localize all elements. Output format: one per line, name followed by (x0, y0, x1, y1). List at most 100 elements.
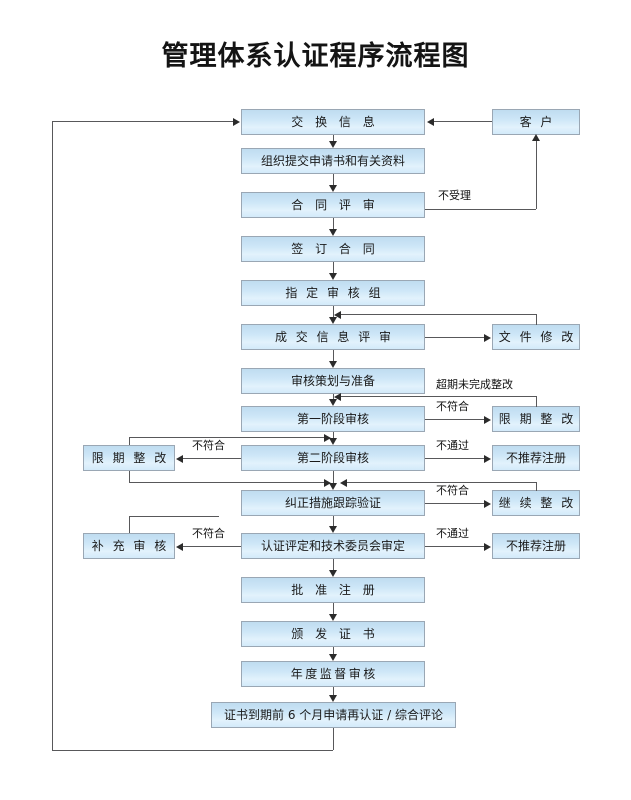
edge-exchange-to-submit (333, 135, 334, 142)
edge-rectify-left-loop-down (129, 471, 130, 482)
arrowhead-followup-loop (340, 479, 347, 487)
node-customer[interactable]: 客 户 (492, 109, 580, 135)
edge-stage1-to-rectify (425, 419, 485, 420)
node-continue-rectify[interactable]: 继 续 整 改 (492, 490, 580, 516)
node-issue-certificate[interactable]: 颁 发 证 书 (241, 621, 425, 647)
arrowhead-stage-two (329, 438, 337, 445)
edge-rectify-left-loop-right (129, 437, 325, 438)
arrowhead-rectify-deadline-left (176, 455, 183, 463)
edge-planning-to-stage1 (333, 394, 334, 400)
node-document-revision[interactable]: 文 件 修 改 (492, 324, 580, 350)
node-annual-surveillance[interactable]: 年度监督审核 (241, 661, 425, 687)
arrowhead-customer-bottom (532, 134, 540, 141)
arrowhead-supplementary-audit (176, 543, 183, 551)
arrowhead-stage2-entry-left (324, 434, 331, 442)
node-exchange-info[interactable]: 交 换 信 息 (241, 109, 425, 135)
node-approve-registration[interactable]: 批 准 注 册 (241, 577, 425, 603)
edge-committee-to-approve (333, 559, 334, 571)
edge-recert-loop-left (52, 750, 333, 751)
edge-recert-loop-to-exchange (52, 121, 233, 122)
edge-recert-loop-up (52, 121, 53, 750)
edge-surveillance-to-recert (333, 687, 334, 696)
node-not-recommend-register-1[interactable]: 不推荐注册 (492, 445, 580, 471)
edge-continue-loop-up (536, 482, 537, 491)
edge-customer-to-exchange (433, 121, 492, 122)
node-rectify-deadline-right[interactable]: 限 期 整 改 (492, 406, 580, 432)
arrowhead-committee (329, 526, 337, 533)
label-not-passed-stage2: 不通过 (436, 439, 469, 452)
arrowhead-exchange-info-right (427, 118, 434, 126)
label-nonconforming-stage1: 不符合 (436, 400, 469, 413)
arrowhead-audit-planning (329, 361, 337, 368)
arrowhead-recertification (329, 695, 337, 702)
edge-docrev-loop-up (536, 314, 537, 325)
edge-rectify-loop-left (340, 396, 536, 397)
node-certification-committee[interactable]: 认证评定和技术委员会审定 (241, 533, 425, 559)
edge-approve-to-issue (333, 603, 334, 615)
label-not-accepted: 不受理 (438, 189, 471, 202)
node-deal-info-review[interactable]: 成 交 信 息 评 审 (241, 324, 425, 350)
edge-followup-to-committee (333, 516, 334, 527)
edge-sign-to-assign (333, 262, 334, 274)
arrowhead-submit (329, 141, 337, 148)
arrowhead-continue-rectify (484, 500, 491, 508)
edge-stage1-to-stage2 (333, 432, 334, 439)
node-sign-contract[interactable]: 签 订 合 同 (241, 236, 425, 262)
node-audit-planning[interactable]: 审核策划与准备 (241, 368, 425, 394)
edge-deal-review-to-planning (333, 350, 334, 362)
edge-contract-not-accepted-v (536, 141, 537, 209)
arrowhead-issue-certificate (329, 614, 337, 621)
edge-contract-not-accepted-h (425, 209, 536, 210)
edge-rectify-loop-up (536, 396, 537, 407)
edge-rectify-left-loop-up (129, 437, 130, 445)
edge-rectify-left-loop-down-right (129, 482, 325, 483)
edge-continue-loop-left (346, 482, 536, 483)
arrowhead-sign-contract (329, 229, 337, 236)
node-assign-audit-team[interactable]: 指 定 审 核 组 (241, 280, 425, 306)
edge-followup-to-continue (425, 503, 485, 504)
node-stage-two-audit[interactable]: 第二阶段审核 (241, 445, 425, 471)
node-contract-review[interactable]: 合 同 评 审 (241, 192, 425, 218)
edge-issue-to-surveillance (333, 647, 334, 655)
arrowhead-not-recommend-1 (484, 455, 491, 463)
arrowhead-exchange-info-left (233, 118, 240, 126)
node-not-recommend-register-2[interactable]: 不推荐注册 (492, 533, 580, 559)
edge-stage2-to-notrecommend (425, 458, 485, 459)
edge-contract-to-sign (333, 218, 334, 230)
label-overdue-unfinished: 超期未完成整改 (436, 378, 513, 391)
arrowhead-deal-review-loop (334, 311, 341, 319)
node-corrective-followup[interactable]: 纠正措施跟踪验证 (241, 490, 425, 516)
arrowhead-approve (329, 570, 337, 577)
label-nonconforming-followup: 不符合 (436, 484, 469, 497)
edge-submit-to-contract (333, 174, 334, 186)
edge-committee-to-supplementary (183, 546, 241, 547)
page-title: 管理体系认证程序流程图 (161, 41, 470, 72)
node-rectify-deadline-left[interactable]: 限 期 整 改 (83, 445, 175, 471)
label-not-passed-committee: 不通过 (436, 527, 469, 540)
edge-deal-review-to-docrev (425, 337, 485, 338)
node-stage-one-audit[interactable]: 第一阶段审核 (241, 406, 425, 432)
arrowhead-surveillance (329, 654, 337, 661)
edge-docrev-loop-left (340, 314, 536, 315)
arrowhead-document-revision (484, 334, 491, 342)
arrowhead-not-recommend-2 (484, 543, 491, 551)
node-recertification[interactable]: 证书到期前 6 个月申请再认证 / 综合评论 (211, 702, 456, 728)
edge-stage2-to-followup (333, 471, 334, 484)
arrowhead-deal-review (329, 317, 337, 324)
arrowhead-assign-team (329, 273, 337, 280)
edge-recert-loop-down (333, 728, 334, 750)
arrowhead-stage1-loop (334, 393, 341, 401)
arrowhead-followup-entry-left (324, 479, 331, 487)
node-supplementary-audit[interactable]: 补 充 审 核 (83, 533, 175, 559)
edge-committee-to-notrecommend (425, 546, 485, 547)
arrowhead-followup (329, 483, 337, 490)
arrowhead-contract-review (329, 185, 337, 192)
edge-supplementary-loop-up (129, 516, 130, 533)
edge-assign-to-deal-review (333, 306, 334, 318)
label-nonconforming-stage2: 不符合 (192, 439, 225, 452)
edge-stage2-to-rectify-left (183, 458, 241, 459)
label-nonconforming-committee: 不符合 (192, 527, 225, 540)
node-submit-application[interactable]: 组织提交申请书和有关资料 (241, 148, 425, 174)
arrowhead-stage-one (329, 399, 337, 406)
edge-supplementary-loop-right (129, 516, 219, 517)
